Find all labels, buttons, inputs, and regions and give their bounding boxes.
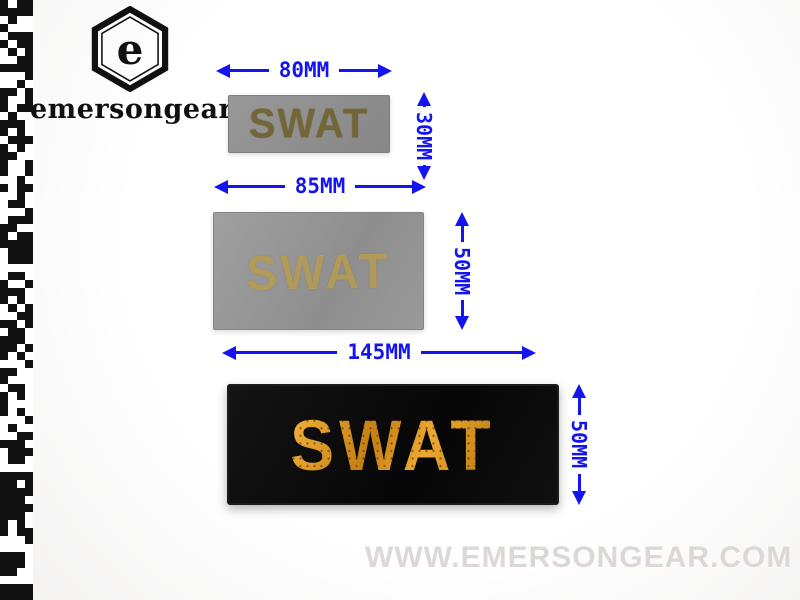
dimension-height-large: 50MM	[567, 384, 591, 506]
arrow-up-icon	[455, 212, 469, 226]
dimension-width-medium: 85MM	[214, 174, 427, 198]
dimension-line	[236, 351, 338, 354]
filmstrip-pattern	[0, 0, 33, 600]
dimension-label: 50MM	[567, 420, 591, 469]
patch-large: SWAT	[227, 384, 559, 505]
emersongear-logo-icon: e	[91, 6, 169, 92]
dimension-width-large: 145MM	[222, 342, 536, 363]
brand-name: emersongear	[30, 94, 234, 125]
dimension-line	[230, 69, 269, 72]
patch-small: SWAT	[228, 95, 390, 153]
patch-large-text: SWAT	[290, 404, 496, 485]
arrow-down-icon	[572, 491, 586, 506]
dimension-line	[422, 165, 426, 167]
dimension-label: 145MM	[347, 340, 411, 364]
dimension-line	[577, 398, 581, 416]
logo-letter: e	[117, 24, 144, 74]
arrow-left-icon	[216, 63, 230, 78]
watermark-text: WWW.EMERSONGEAR.COM	[365, 541, 793, 574]
dimension-line	[339, 69, 379, 72]
patch-small-text: SWAT	[248, 100, 370, 148]
dimension-label: 30MM	[412, 111, 436, 161]
arrow-up-icon	[572, 384, 586, 398]
dimension-line	[460, 300, 464, 317]
arrow-down-icon	[417, 166, 431, 181]
arrow-down-icon	[455, 316, 469, 331]
dimension-label: 85MM	[294, 174, 346, 198]
dimension-label: 50MM	[450, 246, 474, 296]
arrow-up-icon	[417, 92, 431, 106]
dimension-line	[355, 185, 413, 188]
dimension-label: 80MM	[278, 58, 330, 82]
patch-medium-text: SWAT	[245, 241, 392, 301]
arrow-right-icon	[378, 63, 393, 78]
dimension-line	[420, 351, 522, 354]
brand: e emersongear	[30, 6, 234, 125]
arrow-right-icon	[522, 345, 536, 360]
arrow-left-icon	[222, 345, 236, 360]
dimension-height-small: 30MM	[412, 92, 436, 181]
dimension-line	[228, 185, 285, 188]
arrow-right-icon	[412, 179, 427, 194]
dimension-line	[577, 473, 581, 492]
patch-medium: SWAT	[213, 212, 424, 330]
dimension-line	[460, 226, 464, 242]
dimension-height-medium: 50MM	[450, 212, 474, 331]
arrow-left-icon	[214, 179, 228, 194]
dimension-line	[422, 106, 426, 107]
dimension-width-small: 80MM	[216, 58, 393, 82]
